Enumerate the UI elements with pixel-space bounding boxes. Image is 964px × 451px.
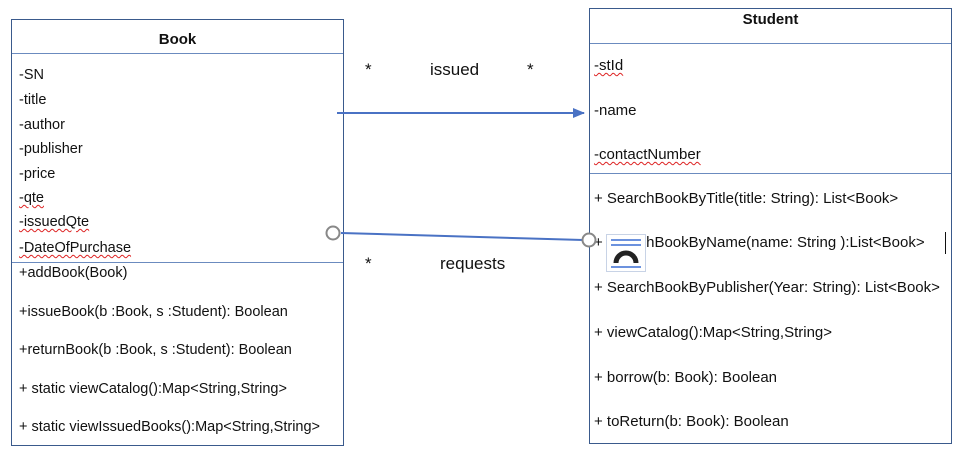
student-method-viewcatalog: + viewCatalog():Map<String,String> — [594, 324, 833, 341]
book-attributes-divider — [12, 262, 343, 263]
paragraph-layout-glyph — [611, 239, 641, 268]
issued-source-multiplicity: * — [365, 60, 372, 79]
requests-book-end-circle[interactable] — [325, 225, 341, 241]
requests-student-end-circle[interactable] — [581, 232, 597, 248]
book-attr-title: -title — [19, 92, 47, 108]
book-attr-publisher: -publisher — [19, 141, 83, 157]
book-class: Book -SN -title -author -publisher -pric… — [11, 19, 344, 446]
book-attr-qte: -qte — [19, 190, 44, 206]
book-header-divider — [12, 53, 343, 54]
book-attr-author: -author — [19, 117, 65, 133]
student-attr-stid: -stId — [594, 57, 624, 74]
requests-association-label: requests — [440, 254, 506, 273]
book-attr-dateofpurchase: -DateOfPurchase — [19, 240, 132, 256]
book-method-returnbook: +returnBook(b :Book, s :Student): Boolea… — [19, 342, 292, 358]
student-attr-name: -name — [594, 102, 637, 119]
student-attributes-divider — [590, 173, 951, 174]
student-method-borrow: + borrow(b: Book): Boolean — [594, 369, 778, 386]
book-attr-price: -price — [19, 166, 56, 182]
issued-target-multiplicity: * — [527, 60, 534, 79]
requests-source-multiplicity: * — [365, 254, 372, 273]
book-method-viewissuedbooks: + static viewIssuedBooks():Map<String,St… — [19, 419, 321, 435]
student-class: Student -stId -name -contactNumber + Sea… — [589, 8, 952, 444]
student-header-divider — [590, 43, 951, 44]
requests-association-line[interactable] — [340, 232, 584, 241]
student-method-searchbybytitle: + SearchBookByTitle(title: String): List… — [594, 190, 899, 207]
student-method-toreturn: + toReturn(b: Book): Boolean — [594, 413, 789, 430]
text-cursor — [945, 232, 946, 254]
book-attr-issuedqte: -issuedQte — [19, 214, 90, 230]
student-class-name: Student — [742, 11, 799, 28]
book-attr-sn: -SN — [19, 67, 44, 83]
paragraph-layout-icon[interactable] — [606, 234, 646, 272]
book-method-viewcatalog: + static viewCatalog():Map<String,String… — [19, 381, 287, 397]
book-method-addbook: +addBook(Book) — [19, 265, 128, 281]
book-method-issuebook: +issueBook(b :Book, s :Student): Boolean — [19, 304, 288, 320]
student-method-searchbybypublisher: + SearchBookByPublisher(Year: String): L… — [594, 279, 940, 296]
book-class-name: Book — [158, 31, 197, 48]
student-method-searchbybyname: + SearchBookByName(name: String ):List<B… — [594, 234, 925, 251]
student-attr-contactnumber: -contactNumber — [594, 146, 701, 163]
issued-association-label: issued — [430, 60, 480, 79]
